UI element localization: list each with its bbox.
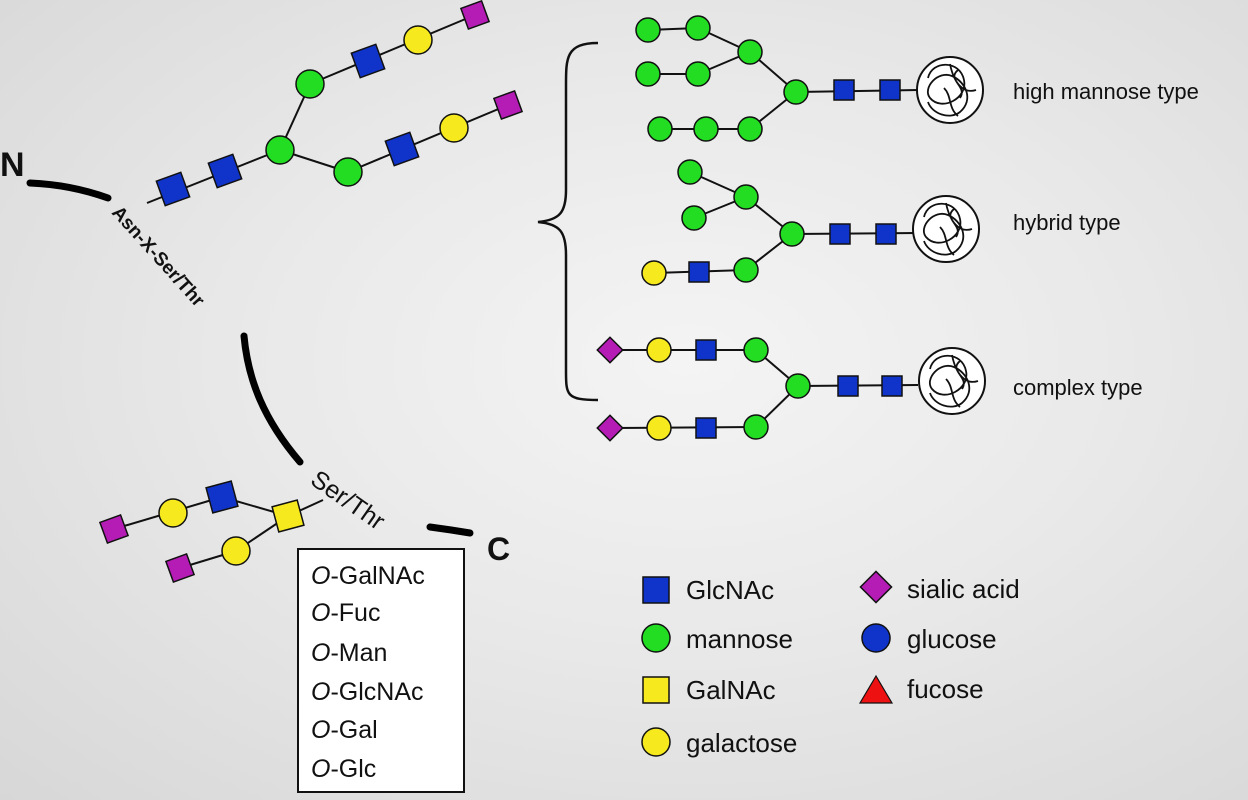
o-glycan-item: O-GlcNAc xyxy=(311,678,424,706)
legend-item-glucose: glucose xyxy=(861,623,997,654)
blue-square-icon xyxy=(642,576,670,604)
legend-label: GlcNAc xyxy=(686,575,774,605)
hybrid-structure xyxy=(641,159,980,286)
c-terminus-label: C xyxy=(487,531,510,567)
legend-item-mannose: mannose xyxy=(641,623,793,654)
red-triangle-icon xyxy=(858,674,894,704)
o-glycan-list: O-GalNAc O-Fuc O-Man O-GlcNAc O-Gal O-Gl… xyxy=(311,562,425,783)
o-glycan-item: O-GalNAc xyxy=(311,562,425,590)
o-glycan-item: O-Gal xyxy=(311,716,378,744)
complex-structure xyxy=(596,336,986,442)
green-circle-icon xyxy=(641,623,671,653)
legend-label: sialic acid xyxy=(907,574,1020,604)
legend-item-glcnac: GlcNAc xyxy=(642,575,774,605)
n-terminus-label: N xyxy=(0,146,25,184)
legend-item-fucose: fucose xyxy=(858,674,984,704)
type-brace xyxy=(537,41,599,402)
legend-label: mannose xyxy=(686,624,793,654)
hybrid-label: hybrid type xyxy=(1013,210,1121,235)
complex-label: complex type xyxy=(1013,375,1143,400)
legend-label: glucose xyxy=(907,624,997,654)
high-mannose-label: high mannose type xyxy=(1013,79,1199,104)
o-glycan-item: O-Man xyxy=(311,639,387,667)
o-glycan-item: O-Glc xyxy=(311,755,376,783)
legend-item-sialic-acid: sialic acid xyxy=(859,570,1020,604)
protein-backbone xyxy=(26,179,474,537)
o-glycan-item: O-Fuc xyxy=(311,599,380,627)
yellow-square-icon xyxy=(642,676,670,704)
o-glycan-list-box xyxy=(297,548,465,793)
legend-label: galactose xyxy=(686,728,797,758)
o-site-label: Ser/Thr xyxy=(306,465,390,536)
high-mannose-structure xyxy=(635,15,984,142)
legend-item-galactose: galactose xyxy=(641,727,797,758)
n-glycan-attached xyxy=(146,0,524,207)
o-glycan-attached xyxy=(98,480,324,584)
legend-item-galnac: GalNAc xyxy=(642,675,776,705)
sequon-label: Asn-X-Ser/Thr xyxy=(107,202,208,311)
legend: GlcNAc mannose GalNAc galactose sialic a… xyxy=(641,570,1020,758)
yellow-circle-icon xyxy=(641,727,671,757)
purple-diamond-icon xyxy=(859,570,893,604)
legend-label: fucose xyxy=(907,674,984,704)
legend-label: GalNAc xyxy=(686,675,776,705)
blue-circle-icon xyxy=(861,623,891,653)
